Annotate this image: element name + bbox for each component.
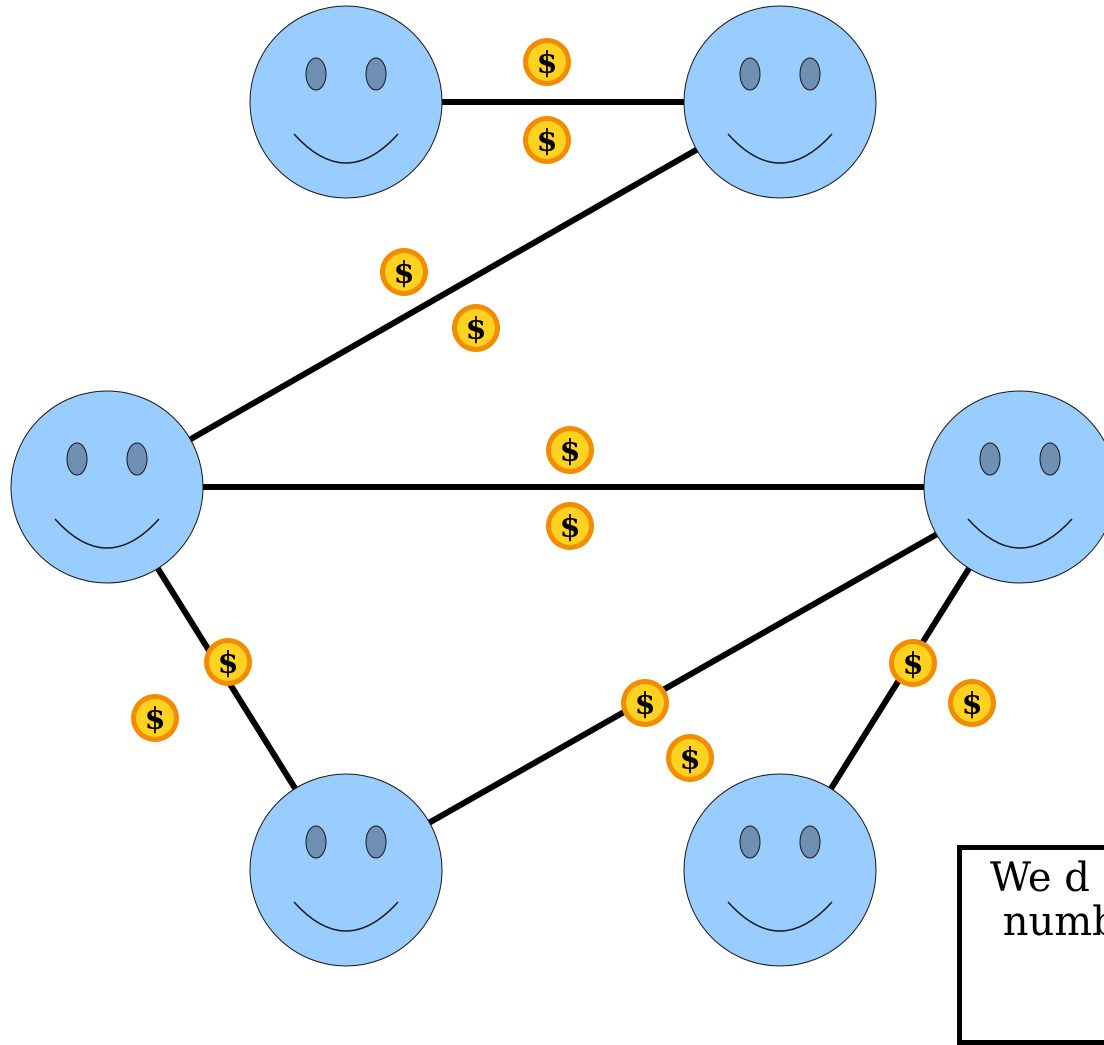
svg-text:$: $ xyxy=(537,124,558,159)
smile xyxy=(967,518,1073,549)
left-eye xyxy=(739,57,761,91)
left-eye xyxy=(979,442,1001,476)
smiley-face-icon xyxy=(923,390,1104,584)
svg-text:$: $ xyxy=(394,256,415,291)
smiley-face-icon xyxy=(249,5,443,199)
smiley-face-icon xyxy=(10,390,204,584)
caption-text: We d numb xyxy=(990,856,1104,944)
smile xyxy=(727,133,833,164)
nodes-layer xyxy=(10,5,1104,967)
left-eye xyxy=(66,442,88,476)
svg-text:$: $ xyxy=(635,687,656,722)
dollar-coin-icon: $ xyxy=(621,679,669,727)
caption-line-2: numb xyxy=(1002,899,1104,945)
dollar-coin-icon: $ xyxy=(523,38,571,86)
right-eye xyxy=(799,825,821,859)
svg-text:$: $ xyxy=(680,742,701,777)
left-eye xyxy=(305,825,327,859)
smiley-face-icon xyxy=(683,773,877,967)
dollar-coin-icon: $ xyxy=(948,679,996,727)
svg-text:$: $ xyxy=(537,46,558,81)
coins-layer: $ $ $ $ $ $ $ $ $ $ $ $ xyxy=(131,38,996,782)
dollar-coin-icon: $ xyxy=(666,734,714,782)
svg-text:$: $ xyxy=(903,647,924,682)
smile xyxy=(54,518,160,549)
svg-text:$: $ xyxy=(466,312,487,347)
dollar-coin-icon: $ xyxy=(523,116,571,164)
dollar-coin-icon: $ xyxy=(889,639,937,687)
left-eye xyxy=(305,57,327,91)
right-eye xyxy=(126,442,148,476)
smiley-face-icon xyxy=(683,5,877,199)
svg-text:$: $ xyxy=(560,510,581,545)
right-eye xyxy=(365,825,387,859)
dollar-coin-icon: $ xyxy=(204,638,252,686)
smile xyxy=(293,133,399,164)
svg-text:$: $ xyxy=(962,687,983,722)
right-eye xyxy=(365,57,387,91)
svg-text:$: $ xyxy=(145,702,166,737)
dollar-coin-icon: $ xyxy=(131,694,179,742)
dollar-coin-icon: $ xyxy=(452,304,500,352)
svg-text:$: $ xyxy=(218,646,239,681)
right-eye xyxy=(1039,442,1061,476)
edge-top-right-to-middle-left xyxy=(105,99,782,490)
left-eye xyxy=(739,825,761,859)
smile xyxy=(293,901,399,932)
caption-line-1: We d xyxy=(990,855,1090,901)
smiley-face-icon xyxy=(249,773,443,967)
dollar-coin-icon: $ xyxy=(380,248,428,296)
right-eye xyxy=(799,57,821,91)
dollar-coin-icon: $ xyxy=(546,426,594,474)
dollar-coin-icon: $ xyxy=(546,502,594,550)
edges-layer xyxy=(104,99,1023,873)
edge-bottom-left-to-middle-right xyxy=(344,484,1022,873)
network-diagram: $ $ $ $ $ $ $ $ $ $ $ $ xyxy=(10,5,1104,967)
smile xyxy=(727,901,833,932)
svg-text:$: $ xyxy=(560,434,581,469)
caption-box: We d numb xyxy=(957,845,1104,1045)
